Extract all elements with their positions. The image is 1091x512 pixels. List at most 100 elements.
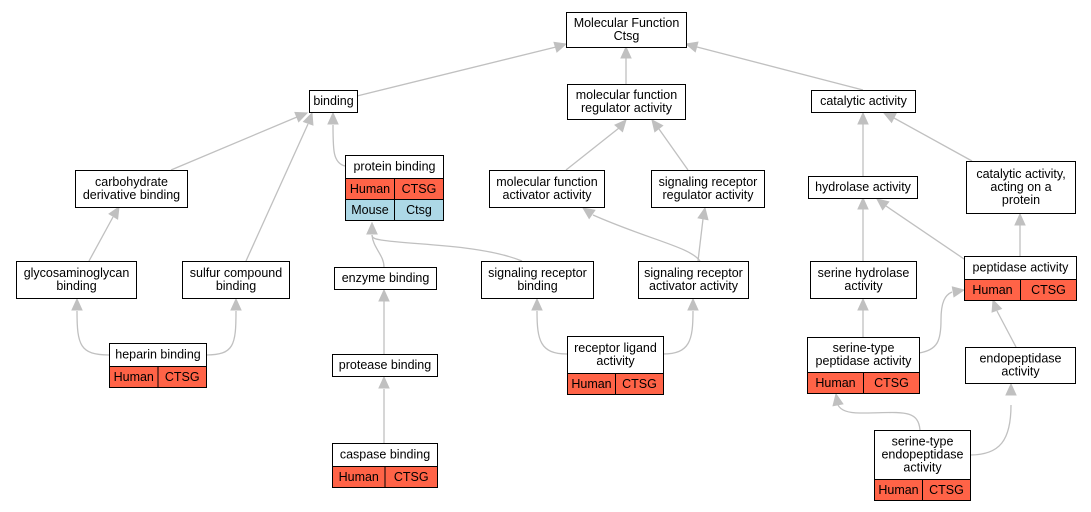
node-label: protease binding — [339, 358, 431, 372]
arrowhead-icon — [327, 111, 339, 125]
node-label: derivative binding — [83, 188, 180, 202]
node-box — [182, 261, 290, 299]
gene-cell — [863, 372, 920, 394]
gene-label: Ctsg — [406, 203, 432, 217]
node-label: enzyme binding — [342, 271, 430, 285]
node-label: acting on a — [990, 180, 1051, 194]
species-label: Human — [878, 483, 918, 497]
arrowhead-icon — [582, 207, 596, 220]
node-label: peptidase activity — [973, 261, 1070, 275]
node-binding[interactable]: binding — [309, 90, 358, 113]
node-label: protein binding — [353, 160, 435, 174]
arrowhead-icon — [553, 41, 568, 53]
edge-hydrolase-to-catalytic — [857, 111, 869, 176]
node-label: sulfur compound — [190, 266, 282, 280]
node-hydrolase[interactable]: hydrolase activity — [808, 176, 918, 199]
arrowhead-icon — [620, 45, 632, 59]
gene-label: CTSG — [1031, 283, 1066, 297]
edge-sulfur-to-binding — [245, 111, 314, 262]
arrowhead-icon — [857, 111, 869, 125]
edge-stpa-to-serhyd — [857, 297, 869, 337]
edge-rla-to-srb — [531, 297, 568, 355]
edge-line — [696, 46, 864, 91]
node-label: activity — [903, 461, 942, 475]
edge-step-to-endo — [969, 382, 1017, 456]
gene-cell — [384, 466, 438, 488]
edge-heparin-to-sulfur — [205, 297, 242, 356]
node-label: glycosaminoglycan — [24, 266, 130, 280]
edge-line — [170, 116, 298, 171]
edge-line — [885, 205, 968, 262]
node-label: binding — [216, 279, 256, 293]
gene-cell — [1020, 279, 1077, 301]
node-label: activator activity — [649, 279, 739, 293]
edge-sraa-to-srra — [697, 206, 709, 262]
node-label: binding — [313, 94, 353, 108]
node-label: molecular function — [576, 88, 677, 102]
edge-peptidase-to-hydrolase — [876, 198, 968, 262]
node-catalytic[interactable]: catalytic activity — [811, 90, 916, 113]
node-label: heparin binding — [115, 348, 201, 362]
arrowhead-icon — [651, 119, 664, 133]
edge-stpa-to-peptidase — [918, 286, 966, 354]
node-box — [651, 170, 765, 208]
node-box — [810, 261, 917, 299]
edge-line — [332, 124, 346, 167]
species-label: Human — [815, 376, 855, 390]
edge-line — [371, 234, 385, 268]
arrowhead-icon — [684, 41, 699, 53]
edge-rla-to-sraa — [662, 297, 699, 355]
edge-serhyd-to-hydrolase — [857, 196, 869, 261]
arrowhead-icon — [687, 297, 699, 311]
gene-label: CTSG — [394, 470, 429, 484]
edge-binding-to-mf — [356, 41, 568, 97]
node-label: protein — [1002, 193, 1040, 207]
arrowhead-icon — [876, 198, 890, 211]
node-box — [75, 170, 188, 208]
node-label: serine hydrolase — [818, 266, 910, 280]
arrowhead-icon — [1005, 382, 1017, 396]
node-label: regulator activity — [581, 101, 673, 115]
node-box — [567, 336, 664, 374]
node-protease[interactable]: protease binding — [332, 354, 438, 377]
node-label: activator activity — [503, 188, 593, 202]
arrowhead-icon — [697, 206, 709, 221]
edge-line — [697, 218, 704, 262]
node-label: signaling receptor — [488, 266, 587, 280]
node-box — [489, 170, 605, 208]
arrowhead-icon — [230, 297, 242, 311]
species-label: Human — [972, 283, 1012, 297]
node-enzyme[interactable]: enzyme binding — [334, 267, 437, 290]
arrowhead-icon — [951, 286, 966, 298]
arrowhead-icon — [378, 288, 390, 302]
node-label: activity — [596, 354, 635, 368]
node-label: carbohydrate — [95, 175, 168, 189]
node-label: catalytic activity, — [976, 167, 1065, 181]
species-label: Human — [571, 377, 611, 391]
node-box — [566, 12, 687, 48]
gene-cell — [394, 199, 444, 221]
